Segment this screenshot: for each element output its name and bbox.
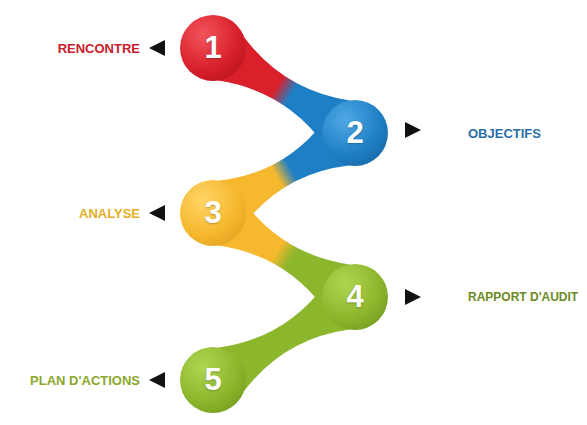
step-circle: 3ANALYSE <box>180 180 246 246</box>
step-label: RENCONTRE <box>58 41 140 56</box>
step-circle: 2OBJECTIFS <box>322 100 388 166</box>
step-label: RAPPORT D'AUDIT <box>468 290 578 304</box>
pointer-triangle <box>405 289 421 305</box>
pointer-triangle <box>149 372 165 388</box>
step-number: 3 <box>180 180 246 246</box>
step-number: 4 <box>322 264 388 330</box>
step-label: ANALYSE <box>79 206 140 221</box>
pointer-triangle <box>149 205 165 221</box>
step-circle: 5PLAN D'ACTIONS <box>180 347 246 413</box>
step-number: 1 <box>180 15 246 81</box>
step-number: 2 <box>322 100 388 166</box>
step-circle: 1RENCONTRE <box>180 15 246 81</box>
step-label: OBJECTIFS <box>468 126 541 141</box>
step-label: PLAN D'ACTIONS <box>30 373 140 388</box>
step-number: 5 <box>180 347 246 413</box>
pointer-triangle <box>149 40 165 56</box>
pointer-triangle <box>405 122 421 138</box>
step-circle: 4RAPPORT D'AUDIT <box>322 264 388 330</box>
